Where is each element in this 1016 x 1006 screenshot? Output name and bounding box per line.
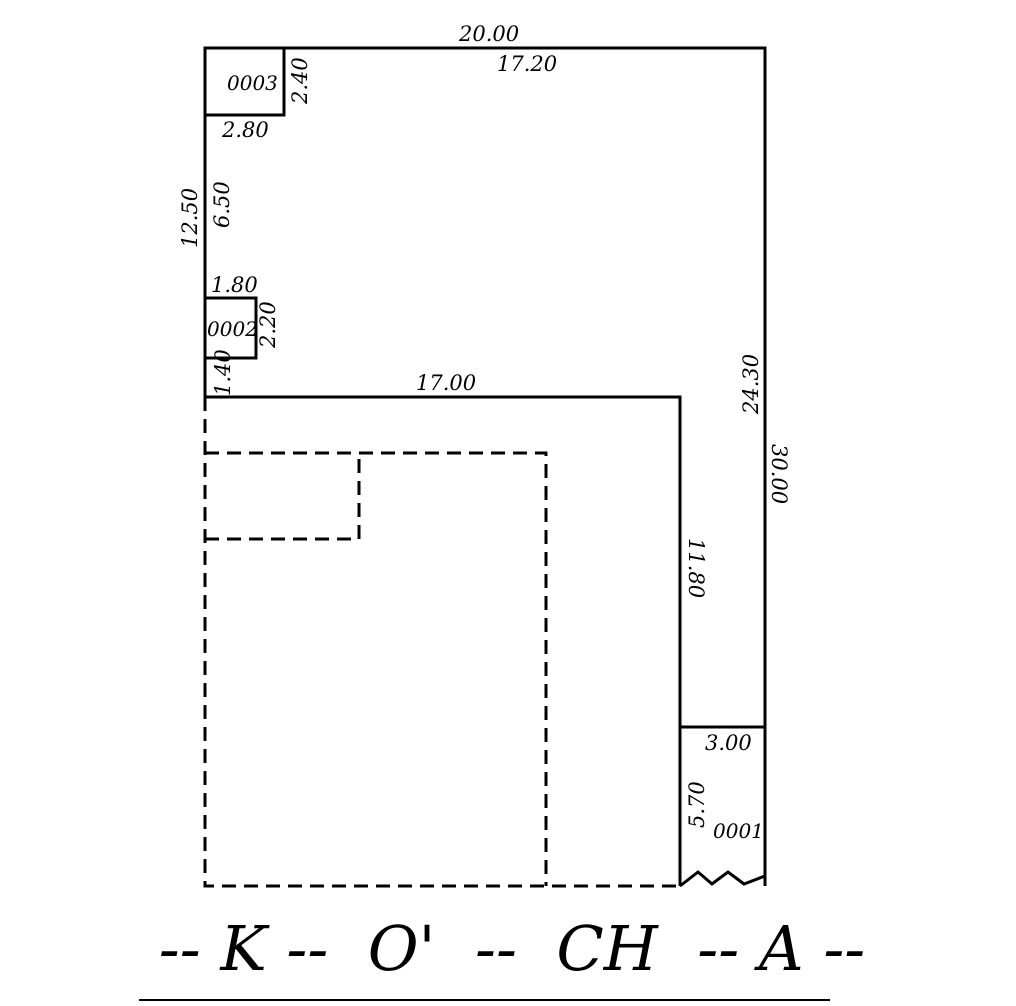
plot-outline xyxy=(203,46,767,886)
dim-left-total: 12.50 xyxy=(178,188,202,248)
street-label: -- K -- O' -- CH -- A -- xyxy=(159,912,865,985)
room-0002-outline xyxy=(203,296,258,360)
dim-right-inner: 24.30 xyxy=(739,354,763,415)
dashed-inner-small-room xyxy=(205,453,361,541)
dim-left-inner: 6.50 xyxy=(210,181,234,228)
dim-room-0001-width: 3.00 xyxy=(705,731,752,755)
dim-short-vertical: 1.40 xyxy=(211,349,235,396)
dashed-lower-left-outline xyxy=(203,397,680,888)
dim-room-0002-height: 2.20 xyxy=(256,301,280,349)
room-0003-outline xyxy=(203,46,286,117)
dim-room-0002-width: 1.80 xyxy=(211,273,258,297)
room-0001-label: 0001 xyxy=(713,819,764,843)
dim-top-inner: 17.20 xyxy=(497,52,557,76)
room-0003-label: 0003 xyxy=(227,71,278,95)
dim-room-0001-height: 5.70 xyxy=(685,781,709,828)
dim-mid-horizontal: 17.00 xyxy=(416,371,476,395)
dim-top-total: 20.00 xyxy=(458,22,519,46)
dim-room-0003-height: 2.40 xyxy=(288,57,312,105)
room-0002-label: 0002 xyxy=(207,317,258,341)
dim-room-0003-width: 2.80 xyxy=(221,118,269,142)
dim-mid-vertical: 11.80 xyxy=(684,538,708,598)
dim-right-total: 30.00 xyxy=(767,444,791,504)
dashed-inner-building xyxy=(205,451,548,886)
break-symbol xyxy=(679,870,766,888)
